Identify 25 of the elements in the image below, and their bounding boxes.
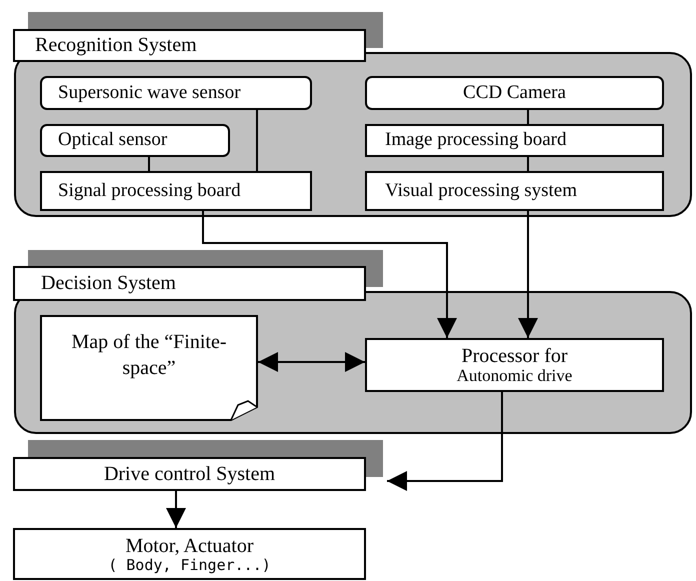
arrow xyxy=(202,211,457,338)
connector-line xyxy=(256,110,258,171)
process-box: Visual processing system xyxy=(365,171,664,211)
map-label: Map of the “Finite-space” xyxy=(70,330,228,381)
box-title: Processor for xyxy=(461,344,568,367)
arrow xyxy=(258,352,365,372)
section-heading: Recognition System xyxy=(13,29,366,62)
arrow xyxy=(387,392,503,491)
section-heading: Decision System xyxy=(13,266,366,301)
process-box: CCD Camera xyxy=(365,76,664,110)
process-box xyxy=(365,338,664,392)
process-box: Signal processing board xyxy=(40,171,312,211)
connector-line xyxy=(527,110,529,124)
process-box: Optical sensor xyxy=(40,124,230,157)
arrow xyxy=(166,491,186,528)
connector-line xyxy=(148,157,150,171)
process-box: Supersonic wave sensor xyxy=(40,76,312,110)
process-box: Image processing board xyxy=(365,124,664,157)
connector-line xyxy=(527,157,529,171)
box-title: Motor, Actuator xyxy=(125,534,254,557)
section-heading: Drive control System xyxy=(13,457,366,491)
box-subtitle: ( Body, Finger...) xyxy=(108,556,271,574)
arrow xyxy=(518,211,538,338)
box-subtitle: Autonomic drive xyxy=(456,366,572,386)
process-box xyxy=(13,528,366,580)
